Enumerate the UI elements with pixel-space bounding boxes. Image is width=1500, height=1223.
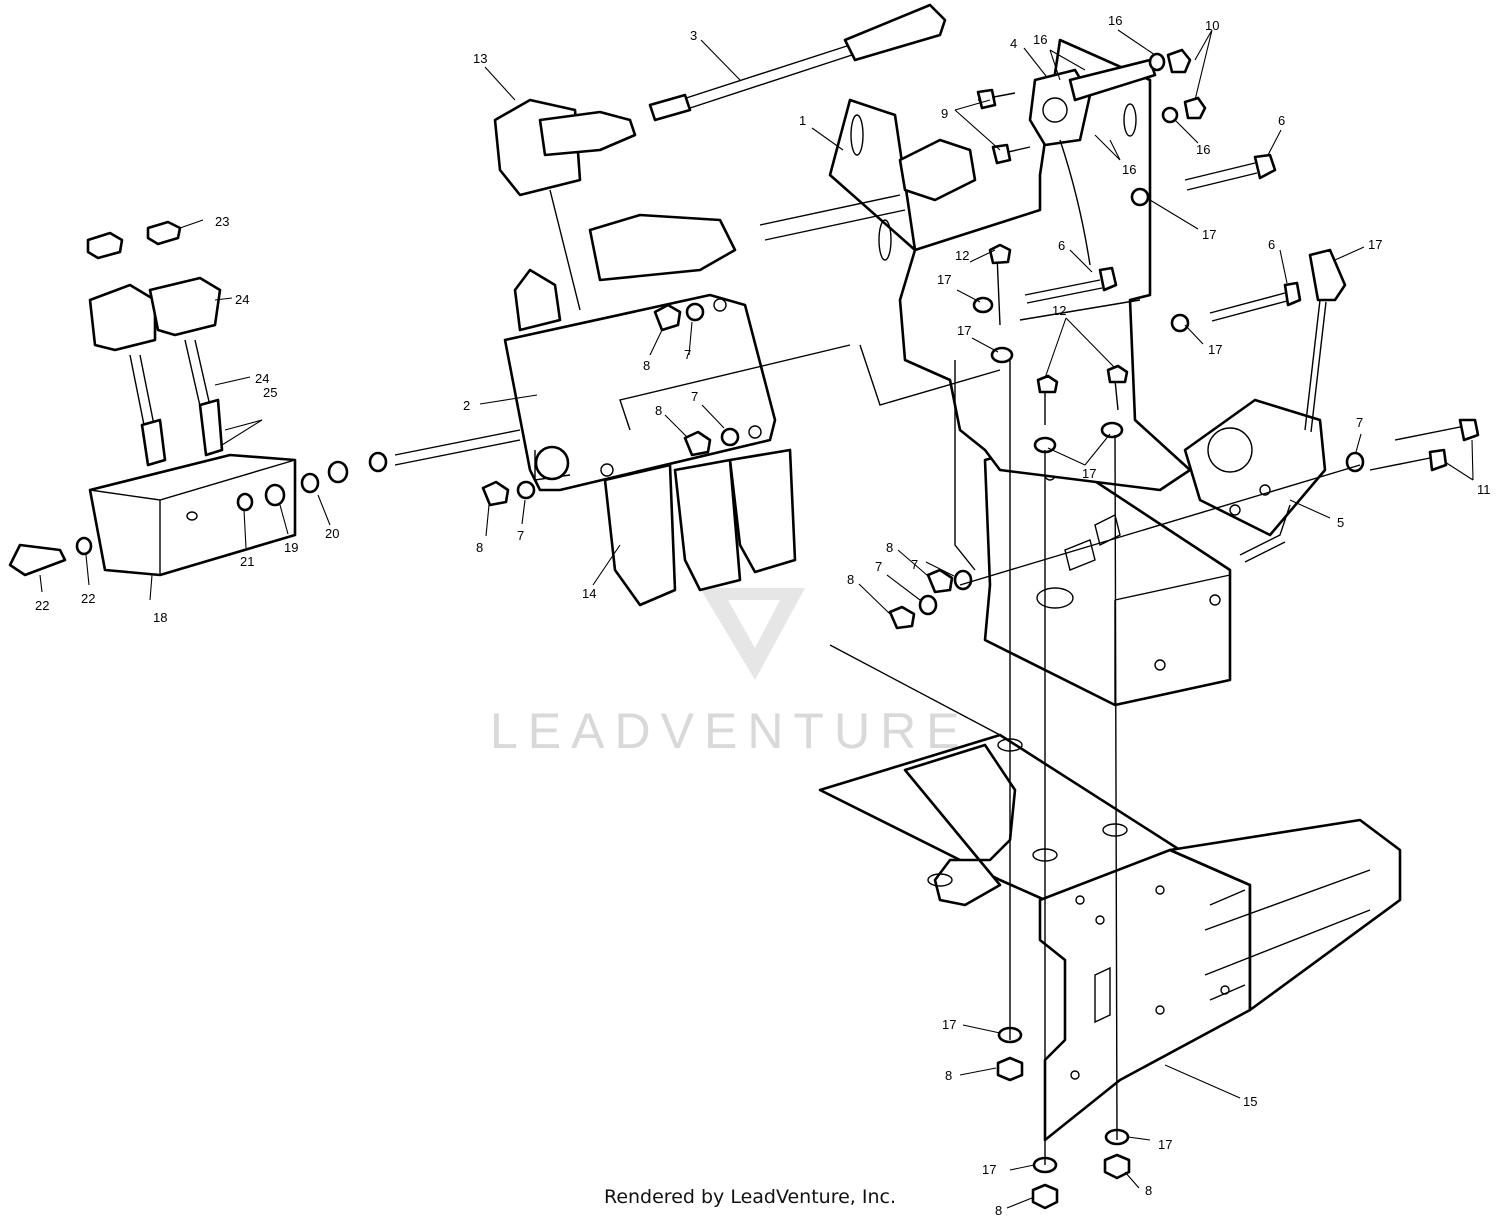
caps-and-fittings (86, 220, 224, 467)
callouts: 1 2 3 4 5 6 6 6 7 7 7 7 7 7 8 8 8 8 8 8 … (35, 13, 1491, 1218)
callout-8d: 8 (886, 540, 893, 555)
callout-10: 10 (1205, 18, 1219, 33)
callout-16d: 16 (1122, 162, 1136, 177)
callout-6a: 6 (1278, 113, 1285, 128)
callout-7a: 7 (684, 347, 691, 362)
callout-6b: 6 (1058, 238, 1065, 253)
callout-8e: 8 (847, 572, 854, 587)
callout-2: 2 (463, 398, 470, 413)
callout-14: 14 (582, 586, 596, 601)
callout-9: 9 (941, 106, 948, 121)
lever-assembly-4 (1028, 58, 1157, 266)
watermark-logo (700, 588, 805, 680)
callout-11: 11 (1477, 482, 1491, 497)
callout-17h: 17 (982, 1162, 996, 1177)
frame-assembly (818, 644, 1402, 1142)
watermark: LEADVENTURE (490, 588, 970, 759)
valve-block-19 (8, 451, 388, 577)
callout-20: 19 (284, 540, 298, 555)
watermark-text: LEADVENTURE (490, 703, 970, 759)
callout-17c: 17 (957, 323, 971, 338)
callout-23: 22 (35, 598, 49, 613)
callout-1: 1 (799, 113, 806, 128)
callout-18: 17 (1368, 237, 1382, 252)
plate-1 (828, 38, 1192, 571)
callout-7e: 7 (911, 557, 918, 572)
rods (394, 138, 977, 466)
callout-12b: 12 (1052, 303, 1066, 318)
callout-3: 3 (690, 28, 697, 43)
callout-8b: 8 (655, 403, 662, 418)
callout-8c: 8 (476, 540, 483, 555)
callout-8h: 8 (995, 1203, 1002, 1218)
callout-24a: 23 (215, 214, 229, 229)
footer-credit: Rendered by LeadVenture, Inc. (603, 1186, 897, 1208)
callout-17a: 17 (1202, 227, 1216, 242)
callout-17f: 17 (942, 1017, 956, 1032)
callout-7c: 7 (517, 528, 524, 543)
side-block-5 (1183, 248, 1347, 563)
callout-13: 13 (473, 51, 487, 66)
callout-22b: 22 (81, 591, 95, 606)
callout-26: 25 (263, 385, 277, 400)
callout-25: 24 (235, 292, 249, 307)
callout-5: 5 (1337, 515, 1344, 530)
callout-15: 15 (1243, 1094, 1257, 1109)
callout-22a: 21 (240, 554, 254, 569)
callout-7b: 7 (691, 389, 698, 404)
callout-8f: 8 (945, 1068, 952, 1083)
callout-17d: 17 (1082, 466, 1096, 481)
callout-21: 20 (325, 526, 339, 541)
callout-7d: 7 (1356, 415, 1363, 430)
callout-17g: 17 (1158, 1137, 1172, 1152)
callout-16c: 16 (1196, 142, 1210, 157)
callout-8g: 8 (1145, 1183, 1152, 1198)
callout-12a: 12 (955, 248, 969, 263)
spool-13 (493, 98, 637, 197)
callout-17e: 17 (1208, 342, 1222, 357)
callout-6c: 6 (1268, 237, 1275, 252)
callout-17b: 17 (937, 272, 951, 287)
callout-24b: 24 (255, 371, 269, 386)
callout-8a: 8 (643, 358, 650, 373)
callout-16a: 16 (1033, 32, 1047, 47)
callout-19: 18 (153, 610, 167, 625)
callout-7f: 7 (875, 559, 882, 574)
callout-16b: 16 (1108, 13, 1122, 28)
callout-4: 4 (1010, 36, 1017, 51)
handle-3 (648, 3, 947, 122)
alignment-lines (549, 189, 1361, 1165)
leader-lines (39, 29, 1474, 1209)
